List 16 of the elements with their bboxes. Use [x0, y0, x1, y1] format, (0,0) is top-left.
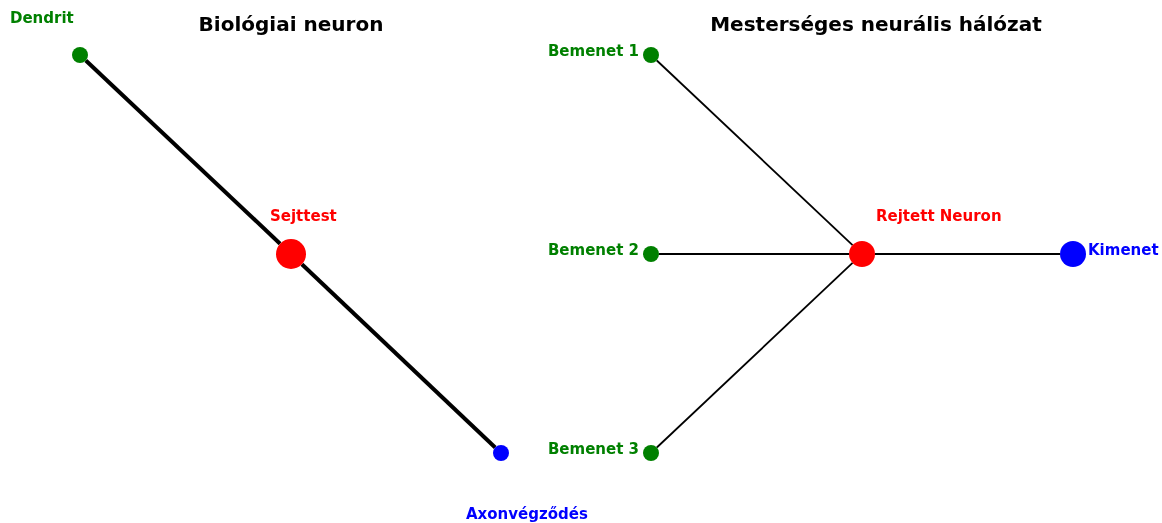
connector-line — [84, 59, 282, 246]
connector-line — [300, 262, 497, 449]
connector-line — [658, 253, 850, 255]
node-label: Bemenet 2 — [547, 241, 639, 259]
panel-title: Mesterséges neurális hálózat — [710, 12, 1042, 36]
node-label: Dendrit — [10, 9, 74, 27]
node-label: Sejttest — [270, 207, 337, 225]
panel-title: Biológiai neuron — [198, 12, 384, 36]
node-label: Bemenet 3 — [547, 440, 639, 458]
node-label: Axonvégződés — [466, 505, 588, 523]
node-label: Kimenet — [1088, 241, 1159, 259]
node-label: Rejtett Neuron — [876, 207, 1002, 225]
connector-line — [874, 253, 1061, 255]
node-label: Bemenet 1 — [547, 42, 639, 60]
connector-line — [655, 262, 854, 449]
connector-line — [655, 59, 854, 246]
